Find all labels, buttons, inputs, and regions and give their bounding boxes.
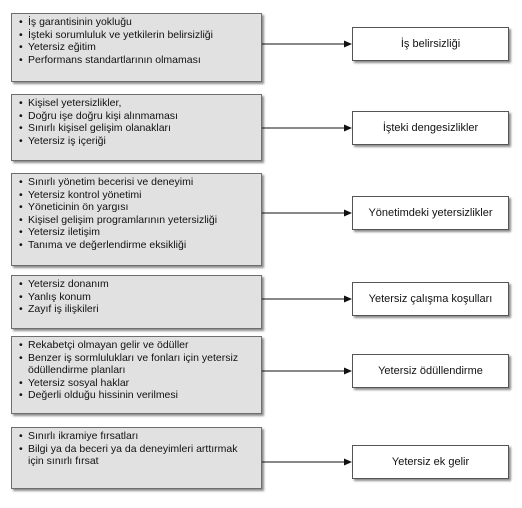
arrow-connector-5 <box>262 367 352 375</box>
result-box-5: Yetersiz ödüllendirme <box>352 354 509 388</box>
cause-item: Yetersiz kontrol yönetimi <box>19 189 255 202</box>
result-label: İş belirsizliği <box>400 38 461 50</box>
arrow-connector-1 <box>262 40 352 48</box>
cause-box-4: Yetersiz donanım Yanlış konum Zayıf iş i… <box>11 275 262 329</box>
cause-box-3: Sınırlı yönetim becerisi ve deneyimi Yet… <box>11 173 262 266</box>
cause-box-6: Sınırlı ikramiye fırsatları Bilgi ya da … <box>11 427 262 489</box>
cause-list: Yetersiz donanım Yanlış konum Zayıf iş i… <box>19 278 255 316</box>
cause-item: Bilgi ya da beceri ya da deneyimleri art… <box>19 443 255 468</box>
cause-item: Yetersiz donanım <box>19 278 255 291</box>
result-label: Yönetimdeki yetersizlikler <box>368 207 493 219</box>
cause-item: Yetersiz iş içeriği <box>19 135 255 148</box>
cause-item: Performans standartlarının olmaması <box>19 54 255 67</box>
cause-list: Rekabetçi olmayan gelir ve ödüller Benze… <box>19 339 255 402</box>
cause-item: Yetersiz eğitim <box>19 41 255 54</box>
cause-item: Yetersiz iletişim <box>19 226 255 239</box>
cause-item: Sınırlı kişisel gelişim olanakları <box>19 122 255 135</box>
cause-item: Rekabetçi olmayan gelir ve ödüller <box>19 339 255 352</box>
cause-item: İş garantisinin yokluğu <box>19 16 255 29</box>
cause-item: Yöneticinin ön yargısı <box>19 201 255 214</box>
cause-item: İşteki sorumluluk ve yetkilerin belirsiz… <box>19 29 255 42</box>
result-box-2: İşteki dengesizlikler <box>352 111 509 145</box>
cause-item: Yetersiz sosyal haklar <box>19 377 255 390</box>
cause-list: Sınırlı ikramiye fırsatları Bilgi ya da … <box>19 430 255 468</box>
result-box-1: İş belirsizliği <box>352 27 509 61</box>
result-label: Yetersiz çalışma koşulları <box>368 293 493 305</box>
arrow-connector-3 <box>262 209 352 217</box>
cause-box-5: Rekabetçi olmayan gelir ve ödüller Benze… <box>11 336 262 414</box>
cause-item: Doğru işe doğru kişi alınmaması <box>19 110 255 123</box>
cause-list: Sınırlı yönetim becerisi ve deneyimi Yet… <box>19 176 255 251</box>
cause-box-1: İş garantisinin yokluğu İşteki sorumlulu… <box>11 13 262 82</box>
cause-list: İş garantisinin yokluğu İşteki sorumlulu… <box>19 16 255 66</box>
cause-list: Kişisel yetersizlikler, Doğru işe doğru … <box>19 97 255 147</box>
arrow-connector-6 <box>262 458 352 466</box>
cause-item: Yanlış konum <box>19 291 255 304</box>
cause-box-2: Kişisel yetersizlikler, Doğru işe doğru … <box>11 94 262 161</box>
result-label: Yetersiz ek gelir <box>391 456 470 468</box>
arrow-connector-2 <box>262 124 352 132</box>
cause-item: Sınırlı yönetim becerisi ve deneyimi <box>19 176 255 189</box>
cause-item: Değerli olduğu hissinin verilmesi <box>19 389 255 402</box>
cause-item: Zayıf iş ilişkileri <box>19 303 255 316</box>
cause-item: Benzer iş sormlulukları ve fonları için … <box>19 352 255 377</box>
cause-item: Sınırlı ikramiye fırsatları <box>19 430 255 443</box>
result-label: İşteki dengesizlikler <box>382 122 479 134</box>
result-box-6: Yetersiz ek gelir <box>352 445 509 479</box>
result-box-4: Yetersiz çalışma koşulları <box>352 282 509 316</box>
cause-item: Tanıma ve değerlendirme eksikliği <box>19 239 255 252</box>
cause-item: Kişisel yetersizlikler, <box>19 97 255 110</box>
result-box-3: Yönetimdeki yetersizlikler <box>352 196 509 230</box>
result-label: Yetersiz ödüllendirme <box>378 365 483 377</box>
cause-item: Kişisel gelişim programlarının yetersizl… <box>19 214 255 227</box>
arrow-connector-4 <box>262 295 352 303</box>
